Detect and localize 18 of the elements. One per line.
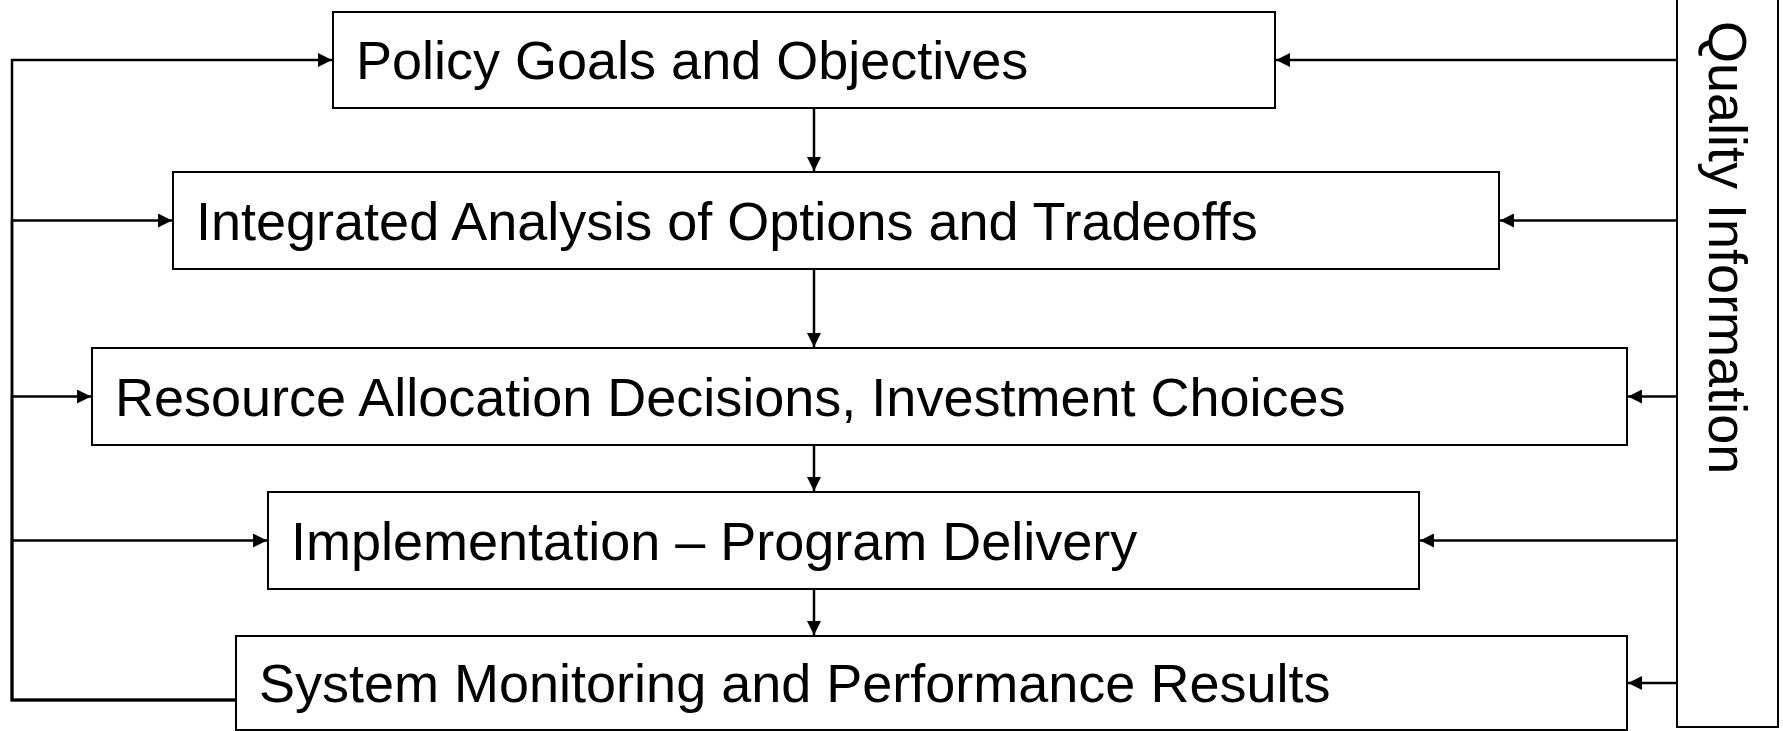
process-box [91,347,1628,446]
arrow [1628,676,1676,690]
box-label: Quality Information [1700,21,1755,475]
arrow [1420,533,1676,548]
arrow [807,446,821,491]
arrow [1500,213,1676,228]
process-box [235,635,1628,731]
arrow [10,533,267,702]
process-box [332,11,1276,109]
process-box [172,171,1500,270]
arrow [1276,53,1676,67]
box-label: Resource Allocation Decisions, Investment Choices [115,369,1346,424]
arrow [1628,389,1676,404]
arrow [807,590,821,635]
arrow [807,109,821,171]
arrow [807,270,821,347]
side-bar-box [1676,0,1779,728]
process-box [267,491,1420,590]
